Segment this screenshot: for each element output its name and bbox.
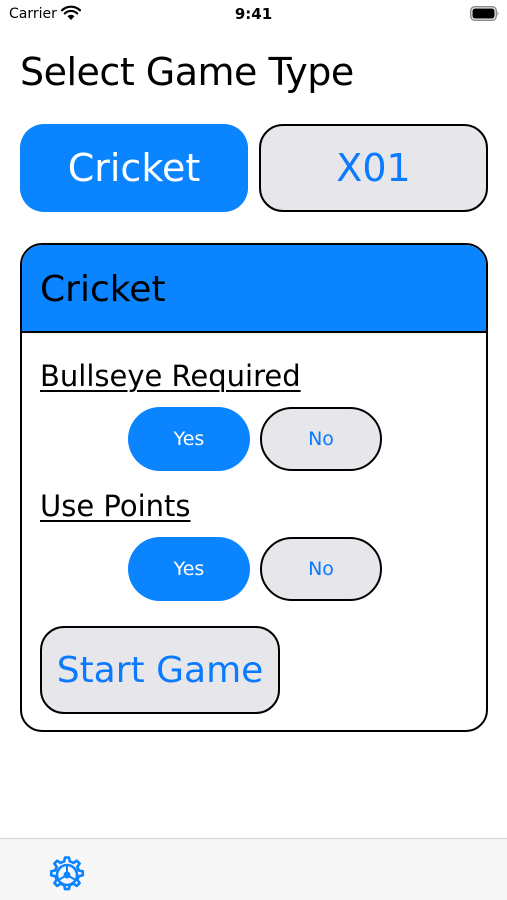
- cricket-type-button[interactable]: Cricket: [20, 124, 248, 212]
- options-card: Cricket Bullseye Required Yes No Use Poi…: [20, 243, 488, 732]
- points-yes-button[interactable]: Yes: [128, 537, 250, 601]
- status-bar: Carrier 9:41: [0, 0, 507, 30]
- use-points-label: Use Points: [40, 489, 191, 523]
- bottom-toolbar: [0, 838, 507, 900]
- clock: 9:41: [234, 5, 273, 23]
- points-no-button[interactable]: No: [260, 537, 382, 601]
- page-title: Select Game Type: [20, 50, 354, 94]
- card-header: Cricket: [22, 245, 486, 333]
- bullseye-yes-button[interactable]: Yes: [128, 407, 250, 471]
- x01-type-button[interactable]: X01: [259, 124, 488, 212]
- gear-icon[interactable]: [47, 855, 87, 895]
- battery-icon: [470, 6, 499, 21]
- bullseye-no-button[interactable]: No: [260, 407, 382, 471]
- wifi-icon: [61, 5, 81, 20]
- start-game-button[interactable]: Start Game: [40, 626, 280, 714]
- bullseye-required-label: Bullseye Required: [40, 359, 301, 393]
- carrier-label: Carrier: [9, 6, 57, 22]
- card-title: Cricket: [40, 269, 166, 310]
